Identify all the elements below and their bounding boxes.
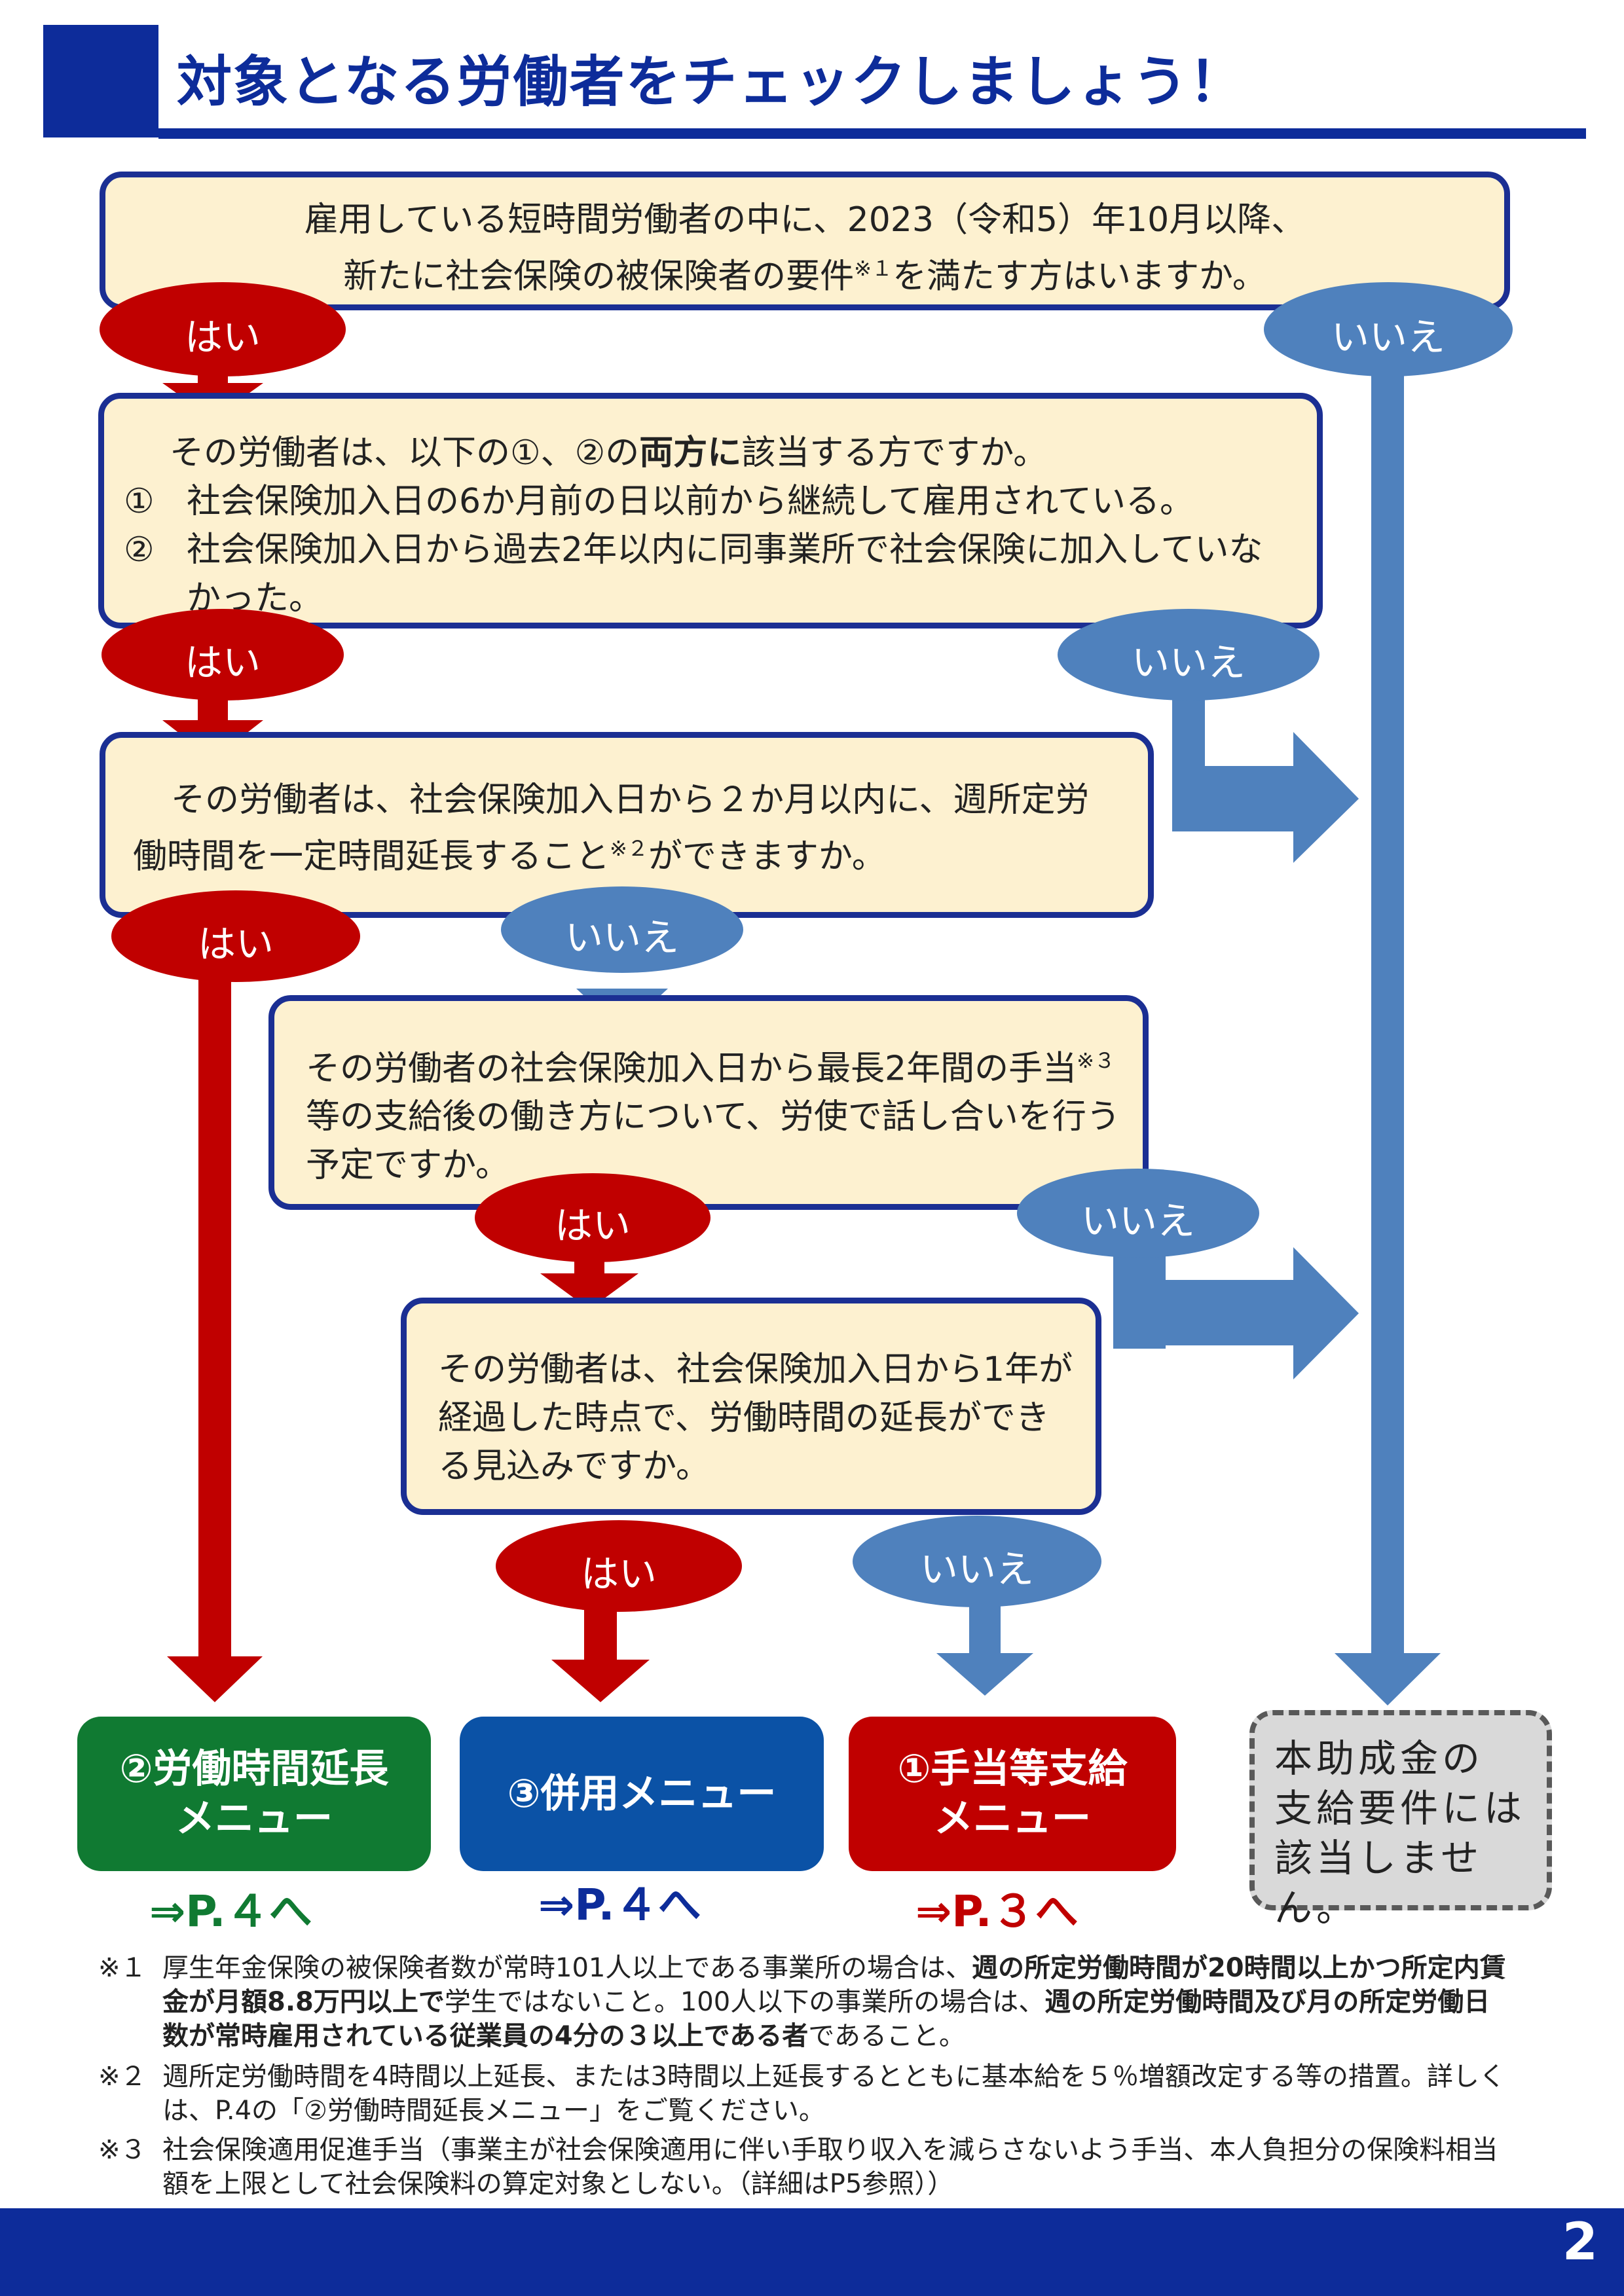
note-2: ※２ 週所定労働時間を4時間以上延長、または3時間以上延長するとともに基本給を５… [98,2060,1513,2128]
oval-q2-yes [101,609,344,701]
q1-yes-label: はい [184,315,261,359]
oval-q2-no [1058,609,1320,701]
header-underline [158,128,1586,139]
question-5-box: その労働者は、社会保険加入日から1年が経過した時点で、労働時間の延長ができる見込… [401,1298,1101,1515]
allowance-menu-line1: ①手当等支給 [897,1746,1128,1792]
question-1-line1: 雇用している短時間労働者の中に、2023（令和5）年10月以降、 [304,200,1306,240]
note-mark-2: ※２ [610,836,648,861]
note-1-text-c: であること。 [808,2021,965,2051]
note-1-mark: ※１ [98,1953,147,1983]
note-1: ※１ 厚生年金保険の被保険者数が常時101人以上である事業所の場合は、週の所定労… [98,1951,1513,2053]
q4-no-label: いいえ [1080,1199,1195,1243]
question-1-line2b: を満たす方はいますか。 [892,257,1266,297]
oval-q4-yes [475,1173,710,1262]
oval-q3-yes [111,890,360,982]
note-2-mark: ※２ [98,2062,147,2092]
oval-q5-yes [496,1520,742,1612]
condition-2-text: 社会保険加入日から過去2年以内に同事業所で社会保険に加入していなかった。 [187,530,1263,618]
question-1-box: 雇用している短時間労働者の中に、2023（令和5）年10月以降、 新たに社会保険… [100,172,1510,310]
q4-yes-label: はい [554,1203,631,1248]
question-2-intro-a: その労働者は、以下の①、②の [170,433,640,473]
note-3-mark: ※３ [98,2135,147,2165]
extension-menu-page-ref: ⇒P.４へ [149,1886,312,1937]
combined-menu: ③併用メニュー [460,1717,824,1871]
note-3-text: 社会保険適用促進手当（事業主が社会保険適用に伴い手取り収入を減らさないよう手当、… [162,2135,1498,2199]
condition-1-text: 社会保険加入日の6か月前の日以前から継続して雇用されている。 [187,482,1194,521]
oval-q5-no [853,1516,1101,1607]
note-1-text-b: 学生ではないこと。100人以下の事業所の場合は、 [444,1987,1045,2017]
question-2-box: その労働者は、以下の①、②の両方に該当する方ですか。 ① 社会保険加入日の6か月前… [98,393,1323,629]
allowance-menu-page-ref: ⇒P.３へ [915,1886,1079,1937]
allowance-payment-menu: ①手当等支給メニュー [849,1717,1176,1871]
q2-no-label: いいえ [1131,640,1246,685]
note-mark-1: ※１ [854,256,893,281]
note-1-bold-b: 週の所定労働時間及び月の所定労働日数が常時雇用されている従業員の4分の３以上であ… [162,1987,1490,2051]
combined-menu-page-ref: ⇒P.４へ [538,1880,701,1930]
not-applicable-line3: 該当しません。 [1274,1836,1483,1930]
header-blue-block [43,25,158,137]
working-hours-extension-menu: ②労働時間延長メニュー [77,1717,431,1871]
question-4-text-a: その労働者の社会保険加入日から最長2年間の手当 [306,1049,1077,1089]
extension-menu-line2: メニュー [175,1796,333,1842]
oval-q1-yes [100,282,346,376]
condition-2-number: ② [124,530,155,570]
question-3-box: その労働者は、社会保険加入日から２か月以内に、週所定労働時間を一定時間延長するこ… [100,732,1154,918]
oval-q3-no [501,886,743,973]
q3-no-label: いいえ [564,915,679,960]
q3-yes-label: はい [197,922,274,966]
note-3: ※３ 社会保険適用促進手当（事業主が社会保険適用に伴い手取り収入を減らさないよう… [98,2133,1513,2201]
combined-menu-label: ③併用メニュー [507,1771,777,1817]
not-applicable-line1: 本助成金の [1274,1736,1485,1781]
note-1-text-a: 厚生年金保険の被保険者数が常時101人以上である事業所の場合は、 [162,1953,972,1983]
question-3-text-b: ができますか。 [648,837,886,877]
question-4-box: その労働者の社会保険加入日から最長2年間の手当※３ 等の支給後の働き方について、労… [268,995,1149,1210]
question-3-text-a: その労働者は、社会保険加入日から２か月以内に、週所定労働時間を一定時間延長するこ… [133,780,1090,877]
question-5-text: その労働者は、社会保険加入日から1年が経過した時点で、労働時間の延長ができる見込… [438,1350,1073,1486]
not-applicable-line2: 支給要件には [1274,1786,1526,1831]
extension-menu-line1: ②労働時間延長 [119,1746,389,1792]
oval-q4-no [1017,1169,1259,1258]
not-applicable-box: 本助成金の 支給要件には 該当しません。 [1249,1710,1552,1930]
condition-1-number: ① [124,482,155,521]
question-4-text-b: 等の支給後の働き方について、労使で話し合いを行う予定ですか。 [306,1097,1120,1186]
allowance-menu-line2: メニュー [934,1796,1091,1842]
q2-yes-label: はい [184,640,261,685]
oval-q1-no [1264,282,1513,376]
question-2-intro-b: 該当する方ですか。 [741,433,1048,473]
q1-no-label: いいえ [1331,315,1445,359]
page-title: 対象となる労働者をチェックしましょう！ [177,50,1246,114]
question-1-line2a: 新たに社会保険の被保険者の要件 [343,257,855,297]
page-number: 2 [1562,2213,1598,2272]
q5-yes-label: はい [580,1552,657,1596]
note-mark-3: ※３ [1077,1048,1115,1073]
question-2-intro-bold: 両方に [639,433,742,473]
q5-no-label: いいえ [919,1547,1034,1592]
note-1-bold-a: 週の所定労働時間が20時間以上かつ所定内賃金が月額8.8万円以上で [162,1953,1506,2017]
footer-bar [0,2208,1624,2296]
note-2-text: 週所定労働時間を4時間以上延長、または3時間以上延長するとともに基本給を５％増額… [162,2062,1505,2126]
